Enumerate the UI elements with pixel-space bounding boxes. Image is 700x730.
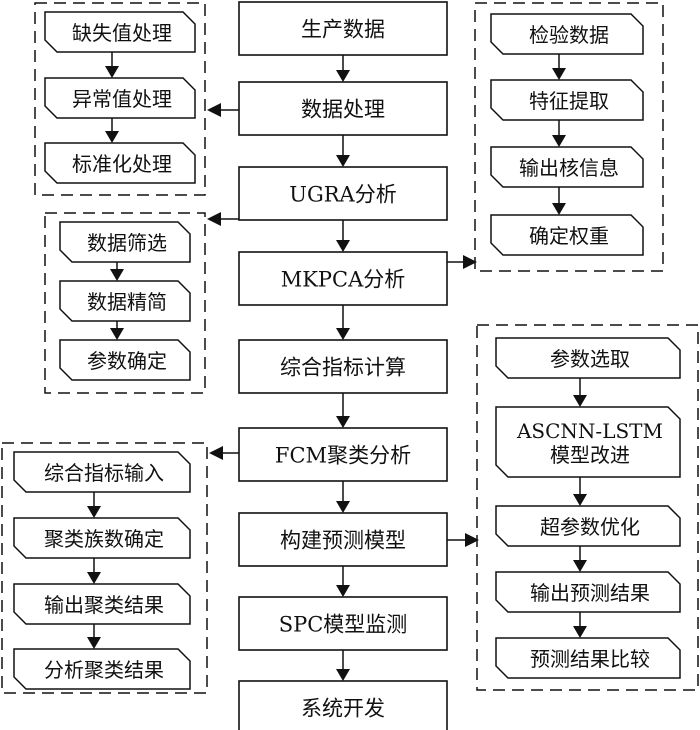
mkpca-analysis-group-arrow-2-arrowhead — [552, 135, 566, 147]
step-label: 参数确定 — [87, 349, 167, 373]
process-box-m8[interactable]: SPC模型监测 — [238, 596, 448, 651]
process-box-m7[interactable]: 构建预测模型 — [238, 512, 448, 567]
process-box-label: 综合指标计算 — [280, 356, 406, 380]
process-box-label: 构建预测模型 — [280, 529, 406, 553]
data-processing-group-step-3[interactable]: 标准化处理 — [44, 142, 196, 184]
prediction-model-group-step-3[interactable]: 超参数优化 — [495, 505, 681, 547]
fcm-clustering-group-arrow-1-arrowhead — [87, 506, 101, 518]
flow-arrow-2-arrowhead — [336, 155, 350, 167]
prediction-model-group-frame — [476, 324, 699, 691]
step-label: 数据筛选 — [87, 231, 167, 255]
process-box-m2[interactable]: 数据处理 — [238, 81, 448, 136]
step-label: 分析聚类结果 — [44, 658, 164, 682]
step-label: 输出聚类结果 — [44, 593, 164, 617]
ugra-analysis-group-step-3[interactable]: 参数确定 — [59, 339, 191, 381]
step-label-line-1: ASCNN-LSTM — [516, 419, 663, 443]
step-label: 标准化处理 — [72, 152, 172, 176]
prediction-model-group-step-1[interactable]: 参数选取 — [495, 337, 681, 379]
process-box-label: 生产数据 — [301, 18, 385, 42]
process-box-m3[interactable]: UGRA分析 — [238, 166, 448, 221]
data-processing-group-step-1[interactable]: 缺失值处理 — [44, 11, 196, 53]
step-label: 检验数据 — [529, 23, 609, 47]
prediction-model-group-arrow-1-arrowhead — [573, 395, 587, 407]
process-box-label: MKPCA分析 — [281, 268, 406, 292]
process-box-m9[interactable]: 系统开发 — [238, 680, 448, 730]
flow-arrow-6-arrowhead — [336, 501, 350, 513]
mkpca-analysis-group-connector-arrowhead — [463, 255, 477, 269]
prediction-model-group-arrow-4-arrowhead — [573, 626, 587, 638]
fcm-clustering-group-arrow-2-arrowhead — [87, 572, 101, 584]
step-label: 特征提取 — [529, 89, 609, 113]
step-label: 输出预测结果 — [530, 581, 650, 605]
step-label: 数据精简 — [87, 290, 167, 314]
fcm-clustering-group-arrow-3-arrowhead — [87, 637, 101, 649]
ugra-analysis-group-step-1[interactable]: 数据筛选 — [59, 221, 191, 263]
ugra-analysis-group-step-2[interactable]: 数据精简 — [59, 280, 191, 322]
process-box-label: SPC模型监测 — [279, 613, 408, 637]
mkpca-analysis-group-step-4[interactable]: 确定权重 — [490, 214, 644, 256]
mkpca-analysis-group-arrow-3-arrowhead — [552, 203, 566, 215]
flow-arrow-5-arrowhead — [336, 416, 350, 428]
data-processing-group-frame — [34, 2, 206, 196]
fcm-clustering-group-step-3[interactable]: 输出聚类结果 — [13, 583, 191, 625]
mkpca-analysis-group-arrow-1-arrowhead — [552, 68, 566, 80]
process-box-m5[interactable]: 综合指标计算 — [238, 339, 448, 394]
step-label-line-2: 模型改进 — [550, 443, 630, 467]
mkpca-analysis-group-step-3[interactable]: 输出核信息 — [490, 146, 644, 188]
process-box-label: 数据处理 — [301, 98, 385, 122]
fcm-clustering-group-connector-arrowhead — [209, 446, 223, 460]
data-processing-group-arrow-2-arrowhead — [105, 131, 119, 143]
flow-arrow-4-arrowhead — [336, 328, 350, 340]
flow-arrow-8-arrowhead — [336, 669, 350, 681]
prediction-model-group-connector-arrowhead — [465, 533, 479, 547]
step-label: 聚类族数确定 — [44, 527, 164, 551]
fcm-clustering-group-step-2[interactable]: 聚类族数确定 — [13, 517, 191, 559]
ugra-analysis-group-frame — [44, 212, 206, 394]
step-label: 异常值处理 — [72, 87, 172, 111]
step-label: 输出核信息 — [519, 156, 619, 180]
ugra-analysis-group-arrow-1-arrowhead — [110, 269, 124, 281]
data-processing-group-connector-arrowhead — [207, 103, 221, 117]
step-label: 参数选取 — [550, 347, 630, 371]
data-processing-group-arrow-1-arrowhead — [105, 66, 119, 78]
process-box-label: 系统开发 — [301, 697, 385, 721]
step-label: 超参数优化 — [540, 515, 640, 539]
process-box-m1[interactable]: 生产数据 — [238, 1, 448, 56]
process-box-m4[interactable]: MKPCA分析 — [238, 251, 448, 306]
prediction-model-group-arrow-2-arrowhead — [573, 494, 587, 506]
step-label: 缺失值处理 — [72, 21, 172, 45]
mkpca-analysis-group-step-1[interactable]: 检验数据 — [490, 13, 644, 55]
process-box-label: FCM聚类分析 — [275, 444, 411, 468]
prediction-model-group-step-5[interactable]: 预测结果比较 — [495, 637, 681, 679]
step-label: 确定权重 — [529, 224, 609, 248]
ugra-analysis-group-arrow-2-arrowhead — [110, 328, 124, 340]
prediction-model-group-step-4[interactable]: 输出预测结果 — [495, 571, 681, 613]
flow-arrow-7-arrowhead — [336, 585, 350, 597]
data-processing-group-step-2[interactable]: 异常值处理 — [44, 77, 196, 119]
mkpca-analysis-group-step-2[interactable]: 特征提取 — [490, 79, 644, 121]
ugra-analysis-group-connector-arrowhead — [207, 212, 221, 226]
fcm-clustering-group-step-1[interactable]: 综合指标输入 — [13, 451, 191, 493]
fcm-clustering-group-frame — [1, 442, 208, 694]
step-label: 综合指标输入 — [44, 461, 164, 485]
process-box-label: UGRA分析 — [289, 183, 396, 207]
flow-arrow-1-arrowhead — [336, 70, 350, 82]
fcm-clustering-group-step-4[interactable]: 分析聚类结果 — [13, 648, 191, 690]
step-label: 预测结果比较 — [530, 647, 650, 671]
flow-arrow-3-arrowhead — [336, 240, 350, 252]
process-box-m6[interactable]: FCM聚类分析 — [238, 427, 448, 482]
prediction-model-group-arrow-3-arrowhead — [573, 560, 587, 572]
